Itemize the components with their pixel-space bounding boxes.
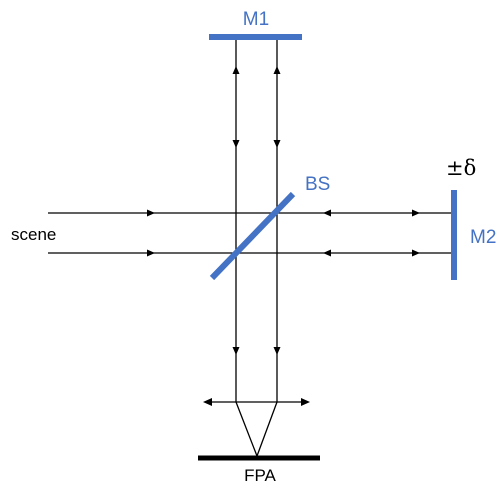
m1-arm-rays <box>232 38 281 402</box>
mirror-m1-label: M1 <box>243 9 269 30</box>
scene-label: scene <box>11 225 56 244</box>
beamsplitter <box>209 191 296 281</box>
mirror-m2-label: M2 <box>470 227 496 248</box>
input-rays <box>48 209 236 257</box>
fpa-label: FPA <box>244 466 276 485</box>
beamsplitter-label: BS <box>305 174 330 195</box>
lens <box>203 398 310 406</box>
displacement-label: ±δ <box>446 156 476 180</box>
focusing-cone <box>235 401 278 457</box>
